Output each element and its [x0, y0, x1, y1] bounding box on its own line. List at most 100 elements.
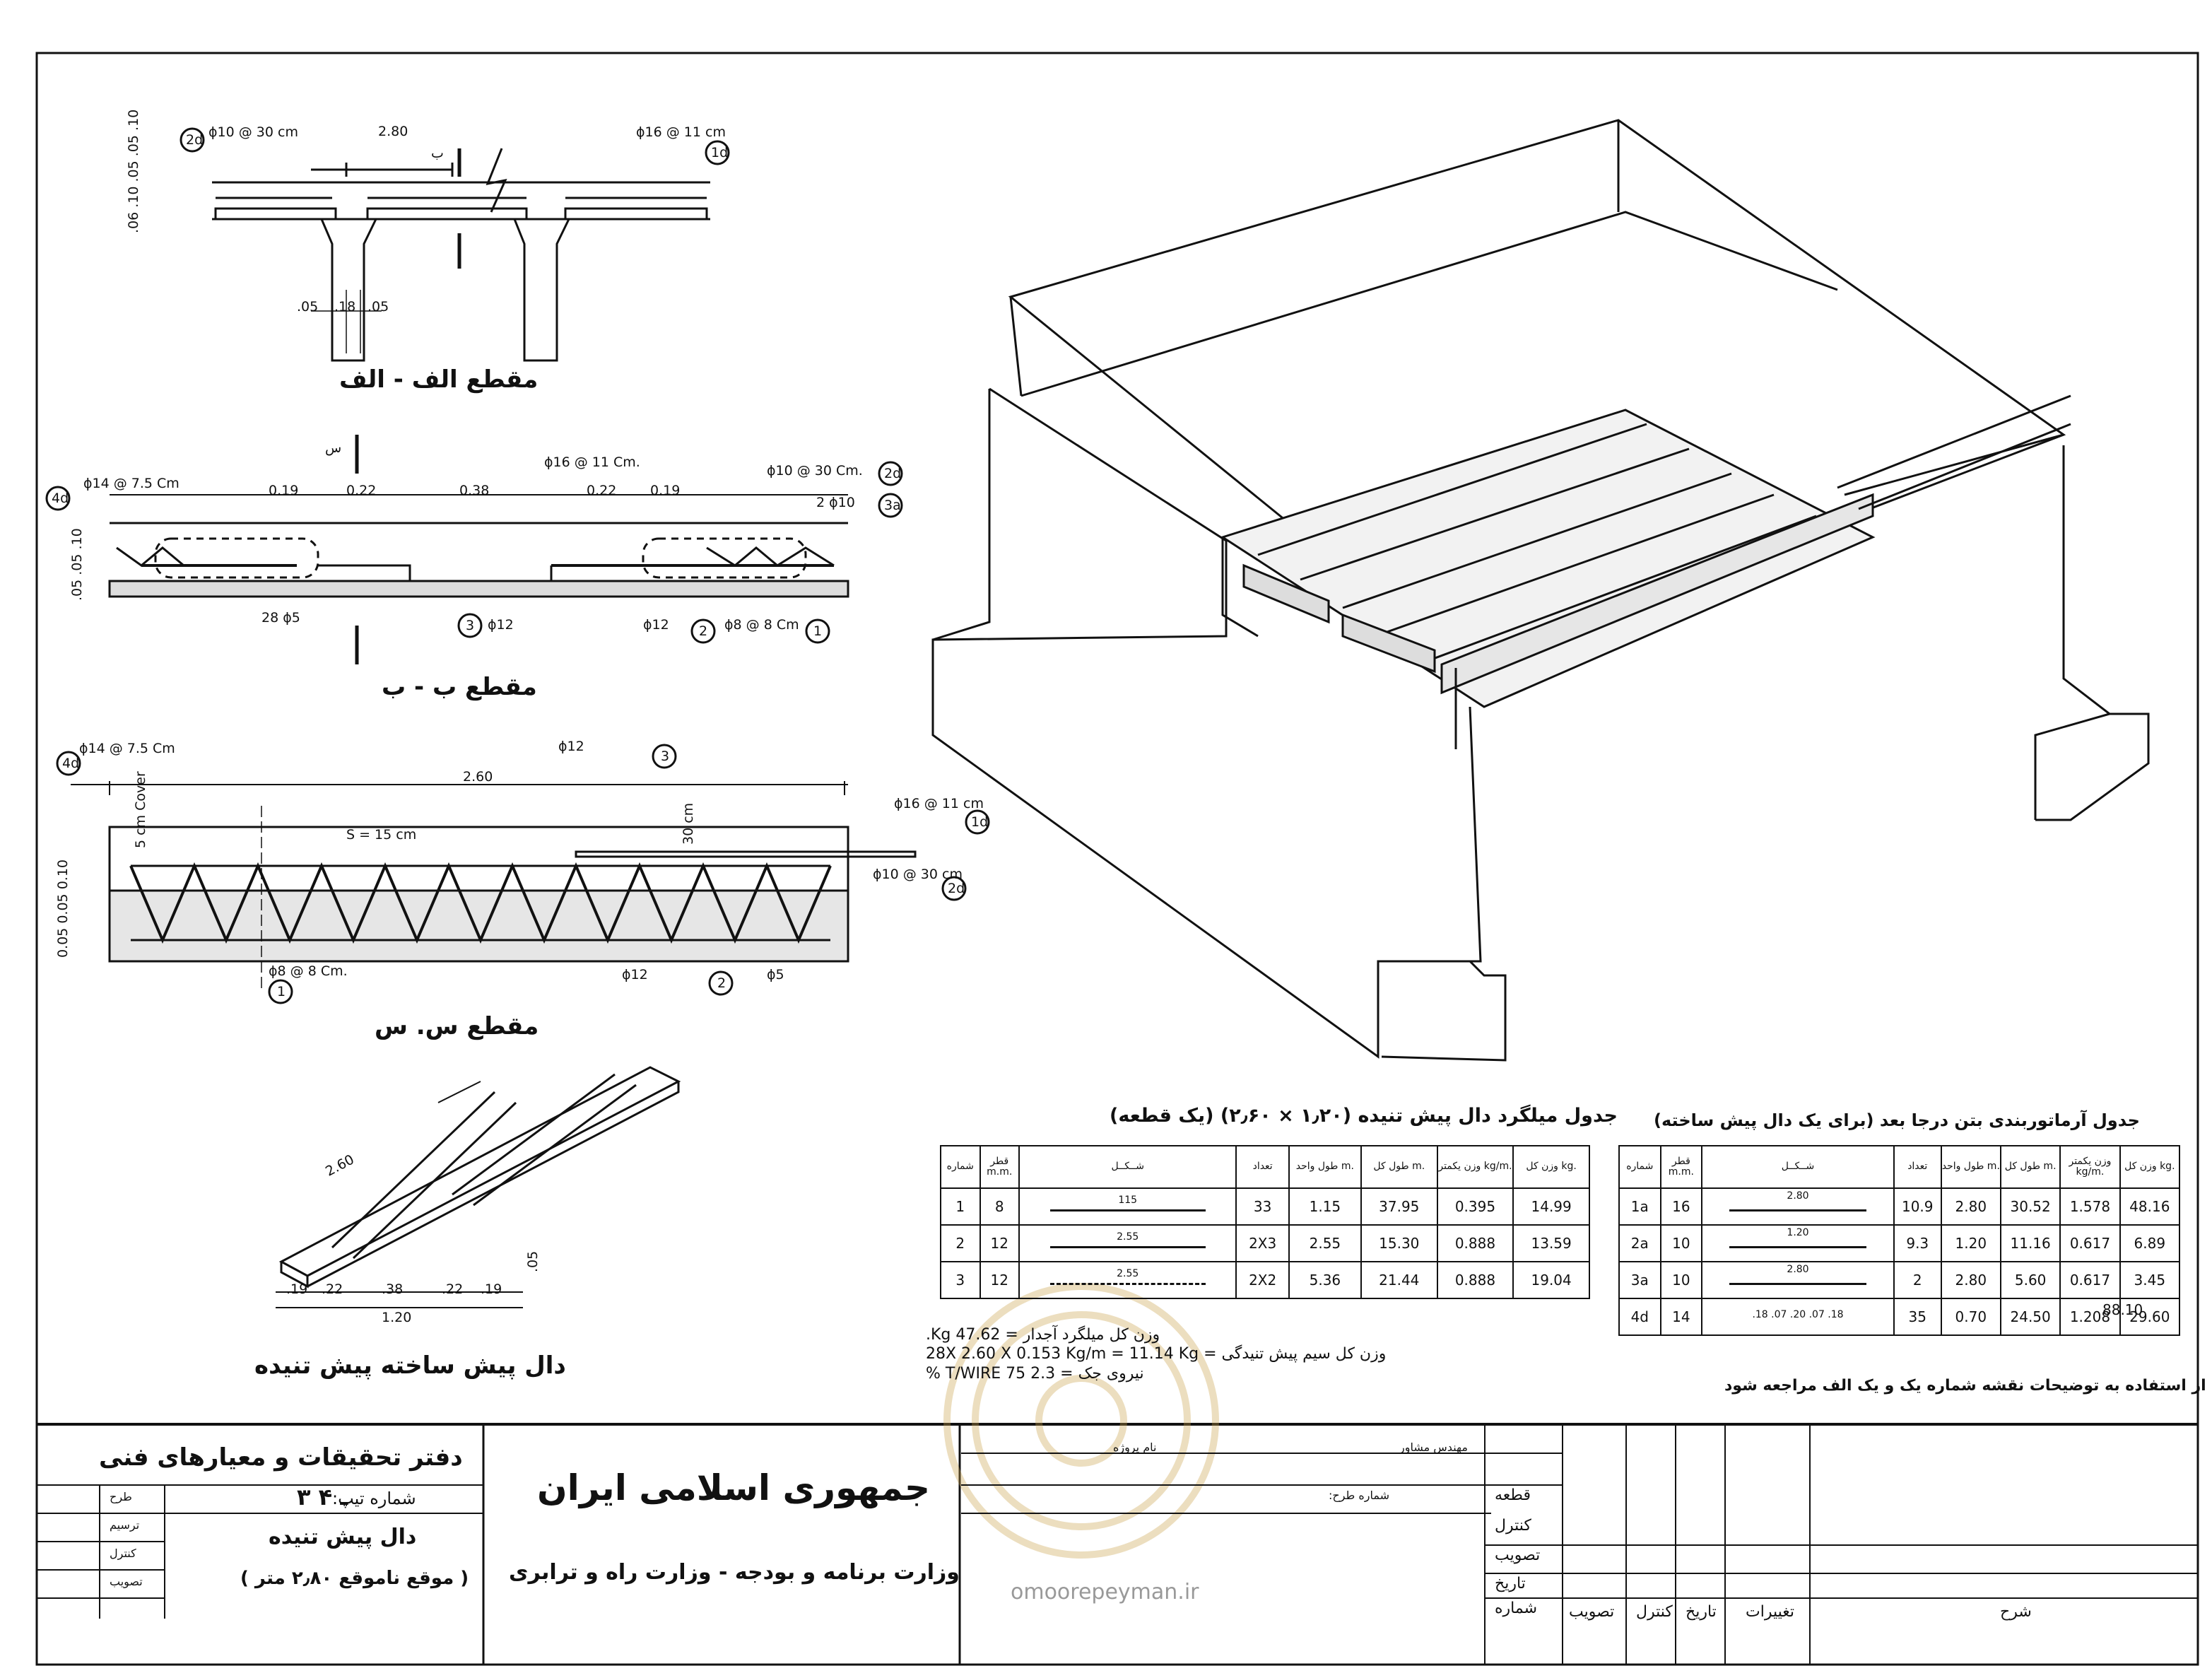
cell-unit-len: 2.80: [1940, 1261, 2001, 1299]
be-rebar-bottom-mid1: ϕ12: [488, 617, 514, 633]
cell-dia: 12: [979, 1224, 1020, 1262]
ministries: وزارت برنامه و بودجه - وزارت راه و ترابر…: [509, 1560, 960, 1585]
table-row: 2 12 2.55 2X3 2.55 15.30 0.888 13.59: [940, 1224, 1590, 1262]
sin-rebar-left: ϕ14 @ 7.5 Cm: [79, 741, 175, 756]
be-tag-2d: 2d: [884, 466, 902, 481]
be-tag-4d: 4d: [52, 491, 69, 506]
project-name: نام پروژه: [1113, 1441, 1157, 1454]
sin-vdims: 0.05 0.05 0.10: [55, 859, 71, 958]
precast-slab-drawing: [276, 1066, 681, 1308]
be-dim-5: 0.19: [650, 483, 681, 498]
shape-length: 1.20: [1787, 1227, 1809, 1238]
section-alef-title: مقطع الف - الف: [339, 365, 539, 394]
cell-total-len: 5.60: [1999, 1261, 2061, 1299]
consulting-engineer: مهندس مشاور: [1399, 1441, 1468, 1454]
type-no: ۳ ـ ۴: [297, 1484, 348, 1510]
section-be-title: مقطع ب - ب: [382, 673, 537, 701]
row-part: قطعه: [1495, 1486, 1531, 1504]
be-tag-1: 1: [813, 623, 823, 639]
cell-no: 1: [940, 1187, 981, 1226]
be-rebar-left: ϕ14 @ 7.5 Cm: [83, 476, 180, 491]
col-approve: تصویب: [1569, 1603, 1615, 1621]
sin-rebar-bottom-right: ϕ5: [767, 967, 784, 982]
row-number: شماره: [1495, 1600, 1538, 1617]
cell-weight: 14.99: [1512, 1187, 1590, 1226]
cell-dia: 14: [1659, 1298, 1703, 1336]
cell-wpm: 0.395: [1436, 1187, 1514, 1226]
type-no-label: شماره تیپ:: [332, 1489, 416, 1508]
cut-label: ب: [431, 146, 444, 161]
cell-count: 33: [1235, 1187, 1290, 1226]
sin-tag-1d: 1d: [971, 814, 989, 830]
cell-count: 2X3: [1235, 1224, 1290, 1262]
section-sin-title: مقطع س. س: [375, 1012, 539, 1040]
cell-wpm: 0.888: [1436, 1224, 1514, 1262]
sin-stirrup: S = 15 cm: [346, 827, 417, 843]
th-unit-len: طول واحد m.: [1288, 1145, 1362, 1189]
cell-no: 3a: [1618, 1261, 1661, 1299]
precast-thickness: .05: [525, 1250, 541, 1272]
cell-no: 2: [940, 1224, 981, 1262]
desc-title: دال پیش تنیده: [269, 1525, 417, 1549]
cell-wpm: 0.888: [1436, 1261, 1514, 1299]
cell-count: 2X2: [1235, 1261, 1290, 1299]
jack-note: نیروی جک = 2.3 T/WIRE 75 %: [926, 1365, 1144, 1383]
design-number: شماره طرح:: [1329, 1489, 1390, 1502]
republic-name: جمهوری اسلامی ایران: [537, 1467, 930, 1508]
shape-length: 2.80: [1787, 1190, 1809, 1202]
th-unit-len: طول واحد m.: [1940, 1145, 2001, 1189]
th-shape: شــکــل: [1701, 1145, 1895, 1189]
cell-wpm: 0.617: [2059, 1261, 2121, 1299]
cell-dia: 10: [1659, 1261, 1703, 1299]
shape-length: 2.55: [1117, 1268, 1139, 1279]
cell-unit-len: 1.15: [1288, 1187, 1362, 1226]
sin-tag-2: 2: [717, 975, 726, 991]
th-dia: قطر m.m.: [1659, 1145, 1703, 1189]
table-row: 1 8 115 33 1.15 37.95 0.395 14.99: [940, 1187, 1590, 1226]
cell-count: 35: [1893, 1298, 1942, 1336]
shape-length: 2.80: [1787, 1264, 1809, 1275]
th-count: تعداد: [1893, 1145, 1942, 1189]
be-tag-3: 3: [466, 618, 475, 633]
role-draft: ترسیم: [110, 1518, 140, 1532]
shape-length: 2.55: [1117, 1231, 1139, 1243]
cell-unit-len: 2.55: [1288, 1224, 1362, 1262]
table-row: 4d 14 .18 .07 .20 .07 .18 35 0.70 24.50 …: [1618, 1298, 2181, 1336]
cell-dia: 8: [979, 1187, 1020, 1226]
cell-no: 4d: [1618, 1298, 1661, 1336]
section-sin-drawing: [56, 744, 990, 1004]
row-approve: تصویب: [1495, 1547, 1541, 1564]
shape-length: 115: [1118, 1195, 1138, 1206]
be-tag-3a: 3a: [884, 498, 901, 513]
cell-unit-len: 2.80: [1940, 1187, 2001, 1226]
weight-note: وزن کل میلگرد آجدار = 47.62 Kg.: [926, 1326, 1160, 1344]
cell-shape: .18 .07 .20 .07 .18: [1701, 1298, 1895, 1336]
cell-total-len: 11.16: [1999, 1224, 2061, 1262]
section-alef-span: 2.80: [378, 124, 408, 139]
cell-dia: 12: [979, 1261, 1020, 1299]
be-dim-3: 0.38: [459, 483, 490, 498]
section-alef-drawing: [180, 127, 730, 362]
precast-width: 1.20: [382, 1310, 412, 1325]
tag-1d: 1d: [711, 145, 729, 160]
desc-subtitle: ( موقع ناموقع ۲٫۸۰ متر ): [240, 1568, 469, 1589]
table-left-title: جدول میلگرد دال پیش تنیده (۱٫۲۰ × ۲٫۶۰) …: [1110, 1105, 1618, 1127]
sin-cover: 5 cm Cover: [133, 771, 148, 848]
col-control: کنترل: [1636, 1603, 1673, 1621]
precast-dim-4: .22: [442, 1281, 464, 1297]
be-rebar-right-top: ϕ10 @ 30 Cm.: [767, 463, 863, 479]
th-total-len: طول کل m.: [1999, 1145, 2061, 1189]
cell-weight: 13.59: [1512, 1224, 1590, 1262]
be-dim-4: 0.22: [587, 483, 617, 498]
cell-dia: 10: [1659, 1224, 1703, 1262]
be-vdims: .05 .05 .10: [69, 528, 85, 601]
sin-side-label: 30 cm: [681, 802, 696, 845]
rebar-table-precast: شماره قطر m.m. شــکــل تعداد طول واحد m.…: [940, 1145, 1590, 1299]
table-row: 1a 16 2.80 10.9 2.80 30.52 1.578 48.16: [1618, 1187, 2181, 1226]
section-alef-rebar-right: ϕ16 @ 11 cm: [636, 124, 726, 140]
shape-length: .18 .07 .20 .07 .18: [1752, 1309, 1844, 1320]
tag-2d: 2d: [186, 132, 204, 148]
precast-dim-5: .19: [481, 1281, 502, 1297]
be-rebar-bottom-left: 28 ϕ5: [261, 610, 300, 626]
cell-weight: 29.60: [2119, 1298, 2181, 1336]
